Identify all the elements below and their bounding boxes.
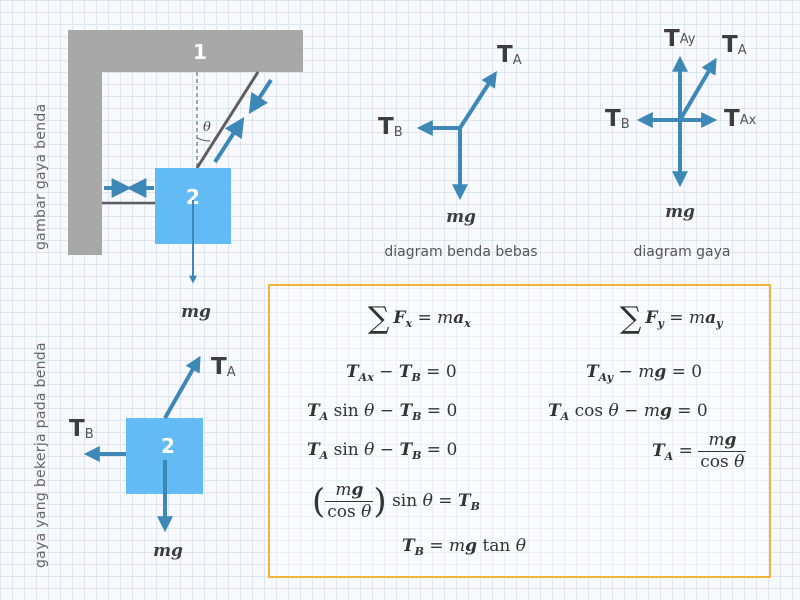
- equation-x2: TA sin θ − TB = 0: [307, 401, 458, 423]
- rope-a-tension-up-arrow: [213, 116, 245, 164]
- equation-x1: TAx − TB = 0: [346, 362, 457, 384]
- fbd-weight-label: mg: [446, 207, 476, 227]
- weight-label: mg: [181, 302, 211, 322]
- force-diagram: TAy TA TB TAx mg diagram gaya: [605, 26, 757, 260]
- bf-ta-arrow: [163, 355, 201, 419]
- fd-tax-label: TAx: [724, 106, 757, 132]
- fbd-tb-label: TB: [378, 114, 403, 140]
- rope-a-tension-down-arrow: [248, 78, 273, 115]
- ceiling-label: 1: [193, 40, 207, 64]
- fd-ta-arrow: [678, 57, 717, 122]
- bf-ta-label: TA: [211, 354, 236, 380]
- equations-box: [268, 284, 771, 578]
- fbd-ta-label: TA: [497, 42, 522, 68]
- wall: [68, 30, 102, 255]
- equation-y2: TA cos θ − mg = 0: [548, 401, 708, 423]
- free-body-diagram: TA TB mg diagram benda bebas: [378, 42, 538, 260]
- fd-weight-label: mg: [665, 202, 695, 222]
- block-forces: 2 TA TB mg: [69, 354, 236, 561]
- bf-tb-label: TB: [69, 416, 94, 442]
- block-forces-label: 2: [161, 434, 175, 458]
- fd-ta-label: TA: [722, 32, 747, 58]
- equation-x5: TB = mg tan θ: [402, 536, 527, 558]
- block-2-label: 2: [186, 185, 200, 209]
- equation-sum-fx: ∑Fx = max: [368, 301, 471, 336]
- theta-label: θ: [203, 120, 211, 135]
- equation-sum-fy: ∑Fy = may: [620, 301, 723, 336]
- bf-weight-label: mg: [153, 541, 183, 561]
- physical-figure: 1 θ 2 mg: [68, 30, 303, 322]
- fbd-caption: diagram benda bebas: [384, 244, 537, 260]
- theta-arc: [196, 137, 211, 142]
- fd-tb-label: TB: [605, 106, 630, 132]
- side-label-top: gambar gaya benda: [33, 104, 49, 251]
- fbd-ta-arrow: [458, 70, 497, 130]
- fd-tay-label: TAy: [664, 26, 696, 52]
- ceiling-beam: [68, 30, 303, 72]
- equation-y1: TAy − mg = 0: [586, 362, 703, 384]
- equation-x3: TA sin θ − TB = 0: [307, 440, 458, 462]
- side-label-bottom: gaya yang bekerja pada benda: [33, 342, 49, 568]
- fd-caption: diagram gaya: [634, 244, 731, 260]
